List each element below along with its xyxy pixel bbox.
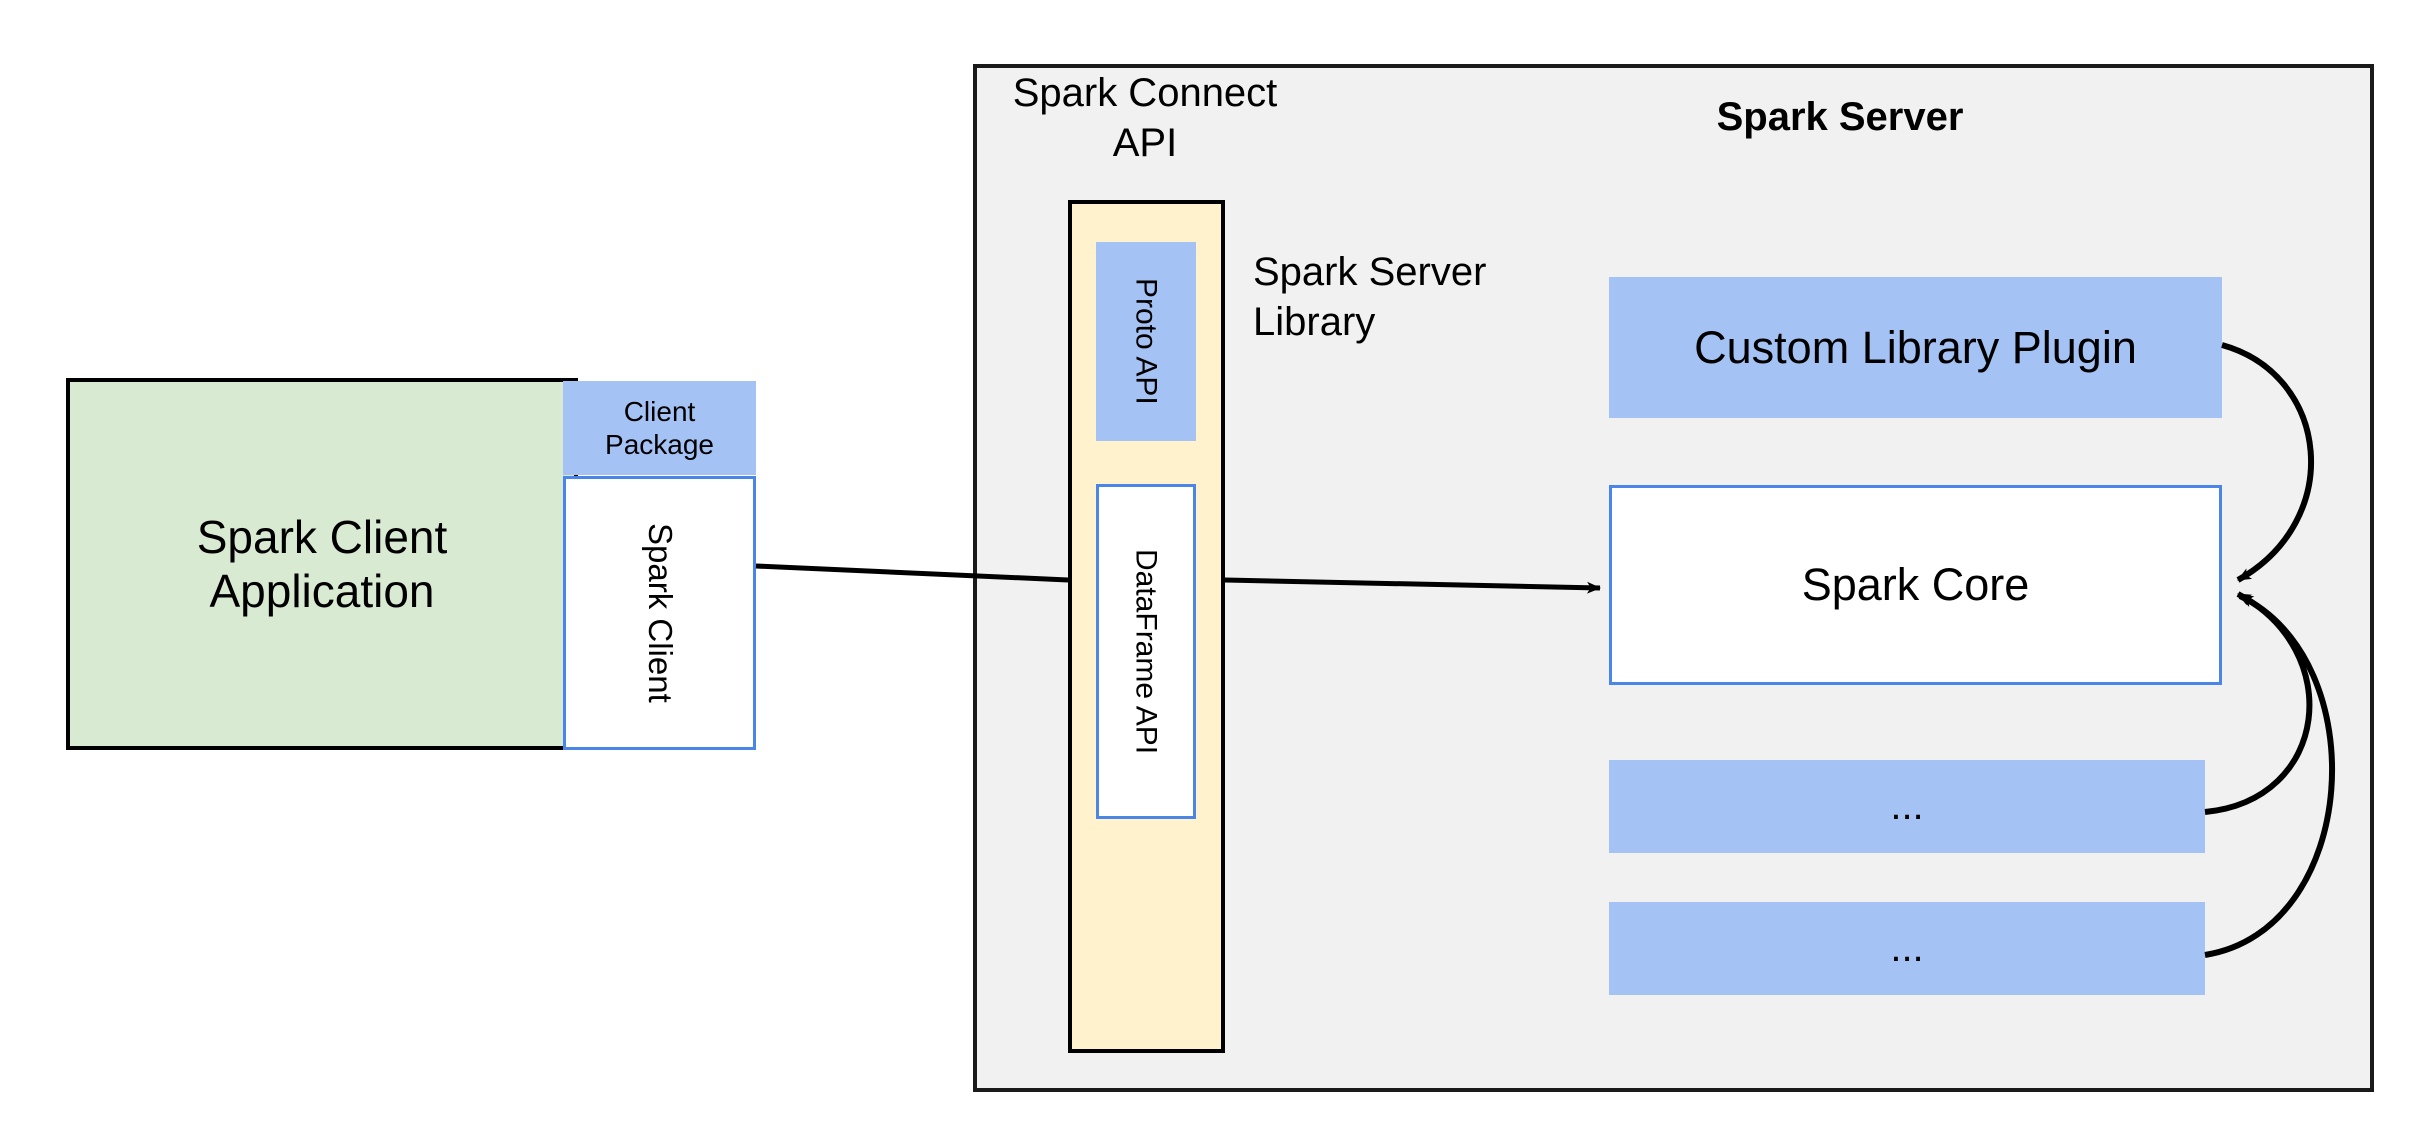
spark-client-application-label: Spark Client Application — [196, 510, 448, 617]
proto-api-label: Proto API — [1129, 278, 1163, 405]
dataframe-api-label: DataFrame API — [1129, 548, 1163, 755]
spark-client-label: Spark Client — [641, 523, 679, 703]
spark-core-label: Spark Core — [1801, 559, 2030, 611]
spark-server-title: Spark Server — [1716, 95, 1964, 139]
custom-library-plugin-box[interactable]: Custom Library Plugin — [1609, 277, 2222, 418]
additional-component-2-label: ... — [1890, 925, 1924, 970]
client-package-box[interactable]: Client Package — [563, 381, 756, 475]
custom-library-plugin-label: Custom Library Plugin — [1694, 321, 2137, 373]
additional-component-1-label: ... — [1890, 783, 1924, 828]
proto-api-box[interactable]: Proto API — [1096, 242, 1196, 441]
client-package-label: Client Package — [605, 395, 714, 460]
additional-component-1-box[interactable]: ... — [1609, 760, 2205, 853]
spark-core-box[interactable]: Spark Core — [1609, 485, 2222, 685]
dataframe-api-box[interactable]: DataFrame API — [1096, 484, 1196, 819]
spark-client-box[interactable]: Spark Client — [563, 476, 756, 750]
spark-client-application-box[interactable]: Spark Client Application — [66, 378, 578, 750]
additional-component-2-box[interactable]: ... — [1609, 902, 2205, 995]
spark-connect-api-label: Spark Connect API — [1012, 71, 1278, 165]
spark-server-library-label: Spark Server Library — [1253, 250, 1487, 344]
